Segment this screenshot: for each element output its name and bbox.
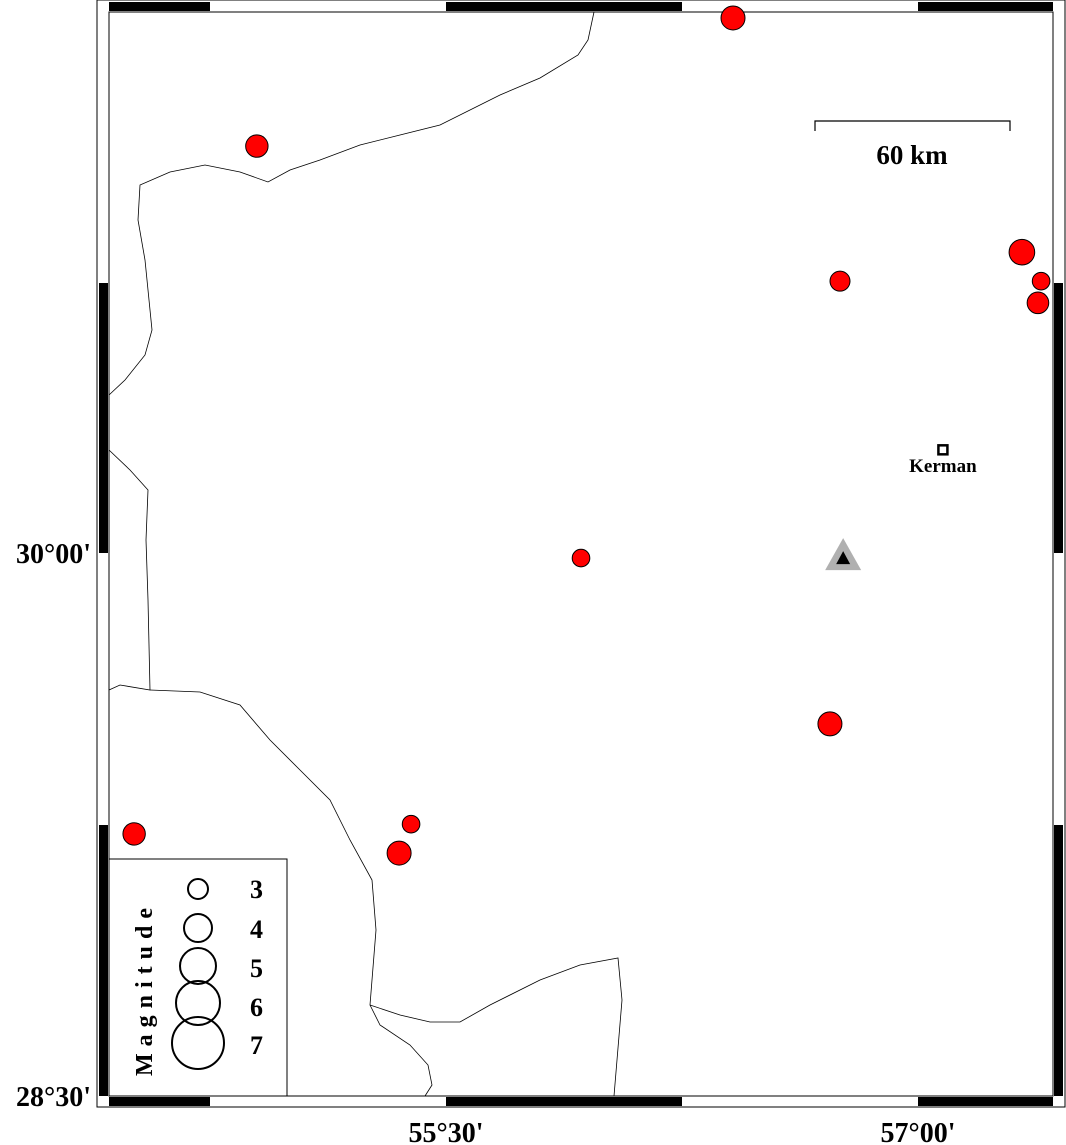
earthquake-event-marker (1008, 238, 1036, 266)
legend-circle-icon (183, 913, 213, 943)
axis-labels: 55°30' 57°00' 30°00' 28°30' (16, 539, 956, 1145)
earthquake-event-marker (401, 814, 421, 834)
earthquake-event-marker (1026, 291, 1050, 315)
legend-circle-icon (175, 980, 221, 1026)
x-tick-label: 55°30' (409, 1118, 484, 1145)
city-kerman: Kerman (909, 444, 977, 477)
scale-bar: 60 km (814, 120, 1011, 170)
legend-circle-icon (171, 1016, 225, 1070)
station-inner-triangle-icon (836, 551, 851, 565)
station (825, 538, 862, 571)
legend-label: 4 (250, 915, 263, 944)
legend-label: 3 (250, 875, 263, 904)
legend-label: 6 (250, 993, 263, 1022)
earthquake-event-marker (245, 134, 269, 158)
earthquake-event-marker (720, 5, 746, 31)
earthquake-event-marker (1031, 271, 1051, 291)
legend-title: Magnitude (132, 901, 158, 1076)
earthquake-event-marker (122, 822, 146, 846)
earthquake-event-marker (817, 711, 843, 737)
city-label: Kerman (909, 456, 977, 477)
scale-bar-label: 60 km (876, 140, 948, 170)
x-tick-label: 57°00' (881, 1118, 956, 1145)
earthquake-event-marker (829, 270, 851, 292)
city-square-icon (937, 444, 949, 456)
earthquake-events (122, 5, 1051, 866)
y-tick-label: 28°30' (16, 1082, 91, 1113)
legend-label: 5 (250, 954, 263, 983)
magnitude-legend: Magnitude 3 4 5 6 7 (108, 858, 288, 1097)
y-tick-label: 30°00' (16, 539, 91, 570)
legend-label: 7 (250, 1031, 263, 1060)
earthquake-event-marker (571, 548, 591, 568)
legend-circle-icon (179, 947, 217, 985)
earthquake-event-marker (386, 840, 412, 866)
province-boundaries (108, 11, 623, 1097)
legend-circle-icon (187, 878, 209, 900)
